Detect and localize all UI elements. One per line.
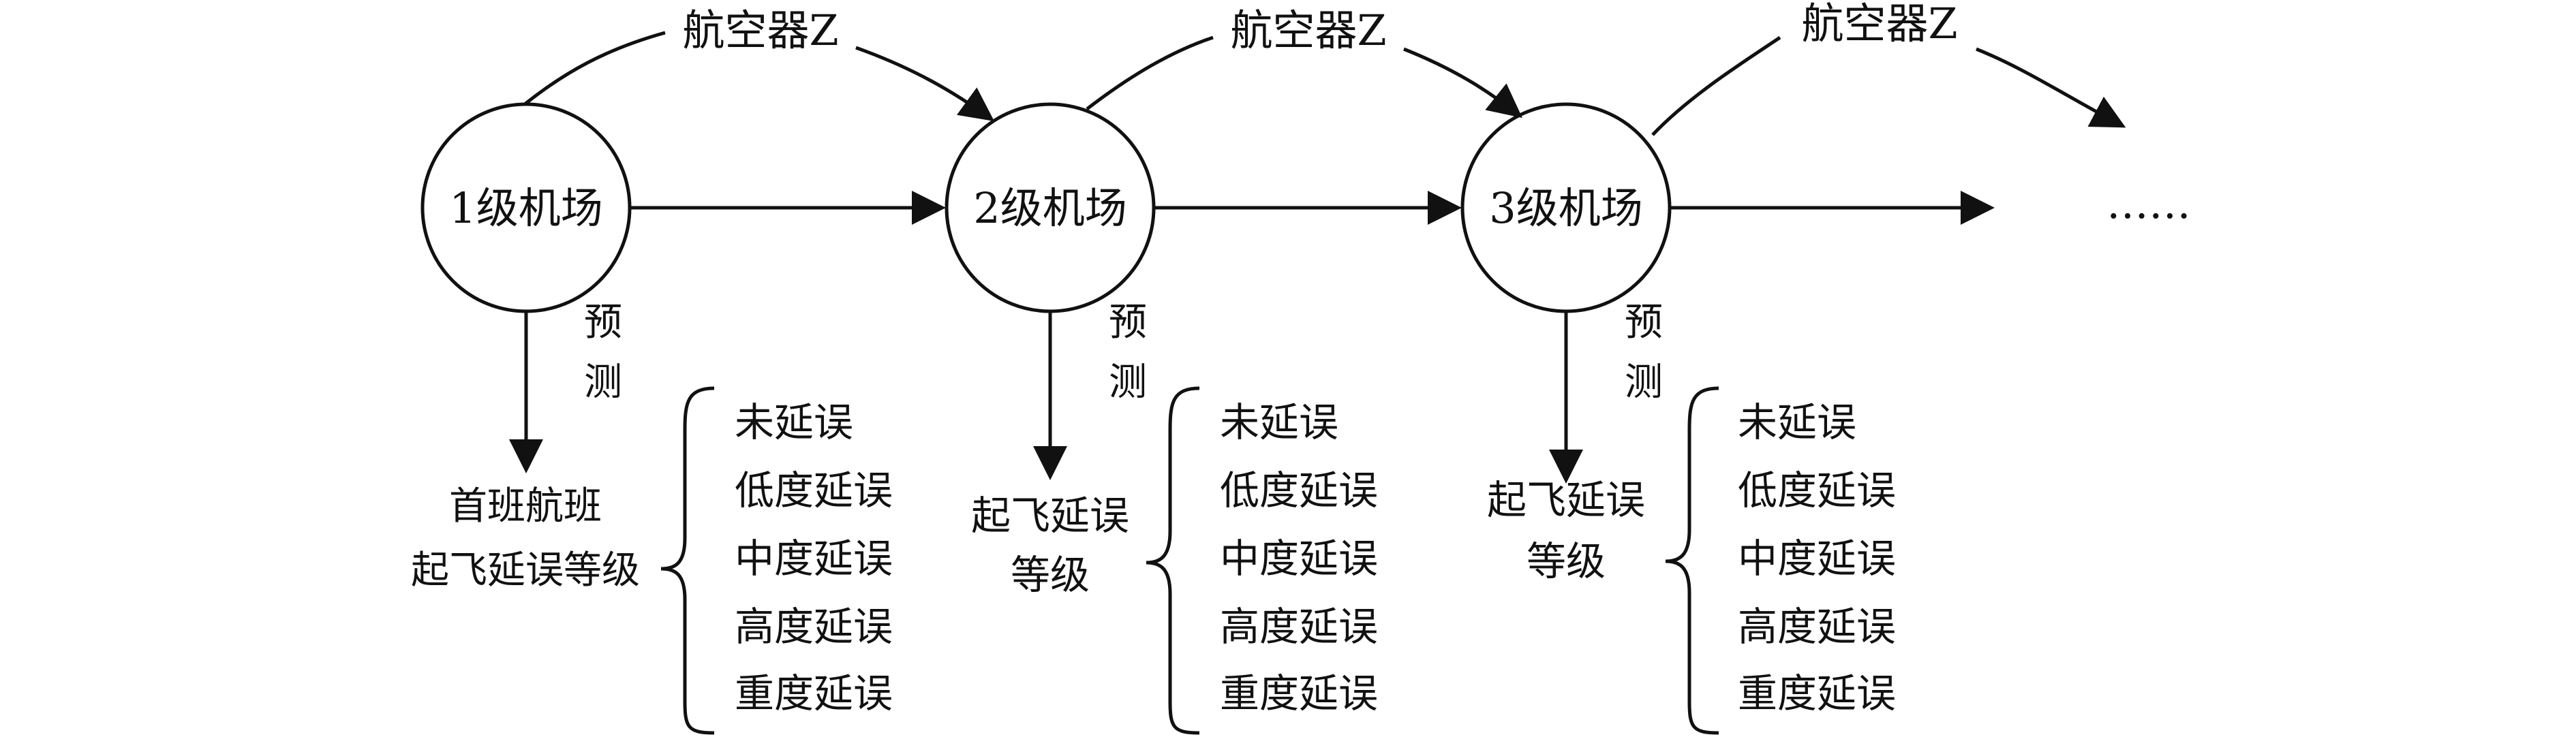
airport-label-2: 2级机场 [973,183,1126,233]
delay-level-3-4: 重度延误 [1738,670,1896,717]
output-2-line-2: 等级 [1011,552,1090,598]
delay-level-2-1: 低度延误 [1220,467,1378,514]
prediction-char-1: 预 [1625,300,1663,345]
prediction-2: 预 测 [1033,300,1147,480]
output-3-line-2: 等级 [1527,538,1606,584]
airport-node-1: 1级机场 [420,102,632,313]
delay-level-3-0: 未延误 [1738,399,1856,445]
prediction-char-2: 测 [1109,360,1147,405]
brace-3 [1665,386,1719,735]
aircraft-arc-3 [1651,35,2123,135]
delay-level-1-1: 低度延误 [735,467,893,514]
brace-2 [1146,386,1200,735]
delay-level-group-2: 未延误 低度延误 中度延误 高度延误 重度延误 [1146,386,1378,735]
output-2-line-1: 起飞延误 [971,492,1129,539]
delay-level-2-0: 未延误 [1220,399,1338,445]
aircraft-arc-2 [1086,35,1520,116]
delay-level-3-2: 中度延误 [1738,535,1896,582]
ellipsis: …… [2106,178,2191,228]
airport-node-2: 2级机场 [945,102,1156,313]
airport-label-3: 3级机场 [1489,183,1642,233]
output-3-line-1: 起飞延误 [1487,477,1645,523]
aircraft-label-2: 航空器Z [1230,5,1386,55]
prediction-char-1: 预 [584,300,622,345]
brace-1 [660,386,715,735]
output-1-line-1: 首班航班 [449,484,602,529]
delay-level-3-3: 高度延误 [1738,603,1896,650]
delay-level-2-4: 重度延误 [1220,670,1378,717]
delay-level-2-3: 高度延误 [1220,603,1378,650]
aircraft-label-3: 航空器Z [1801,0,1957,48]
prediction-char-2: 测 [584,360,622,405]
delay-level-group-1: 未延误 低度延误 中度延误 高度延误 重度延误 [660,386,893,735]
delay-level-1-3: 高度延误 [735,603,893,650]
delay-level-1-0: 未延误 [735,399,853,445]
aircraft-arc-1 [523,31,992,119]
delay-level-group-3: 未延误 低度延误 中度延误 高度延误 重度延误 [1665,386,1896,735]
prediction-3: 预 测 [1549,300,1663,484]
prediction-char-2: 测 [1625,360,1663,405]
delay-level-1-2: 中度延误 [735,535,893,582]
aircraft-label-1: 航空器Z [682,5,838,55]
delay-level-2-2: 中度延误 [1220,535,1378,582]
output-1-line-2: 起飞延误等级 [411,548,640,593]
airport-node-3: 3级机场 [1460,102,1672,313]
delay-level-3-1: 低度延误 [1738,467,1896,514]
delay-level-1-4: 重度延误 [735,670,893,717]
prediction-char-1: 预 [1109,300,1147,345]
prediction-1: 预 测 [509,300,622,473]
airport-label-1: 1级机场 [449,183,602,233]
